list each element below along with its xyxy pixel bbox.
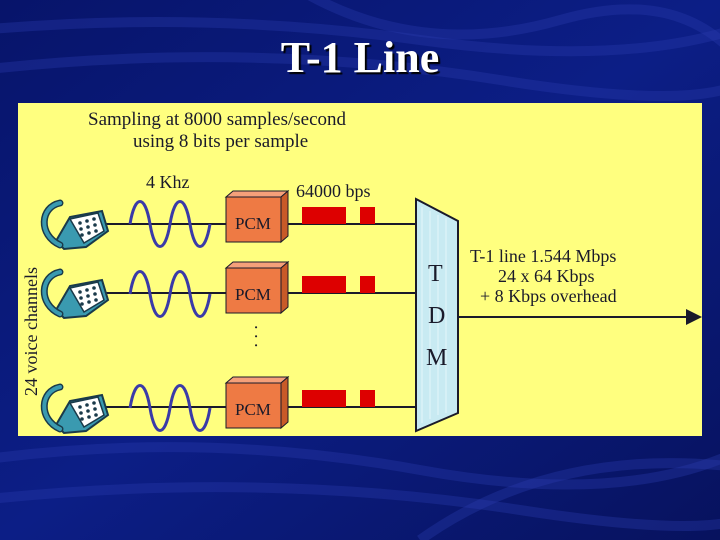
output-line-1: T-1 line 1.544 Mbps bbox=[470, 246, 616, 266]
telephone-icon bbox=[44, 272, 108, 318]
tdm-multiplexer bbox=[415, 197, 459, 433]
bit-pulse bbox=[360, 276, 375, 293]
frequency-label: 4 Khz bbox=[146, 172, 190, 192]
channels-label: 24 voice channels bbox=[21, 267, 41, 396]
channel-row: PCM bbox=[44, 189, 416, 249]
pcm-box bbox=[225, 382, 282, 429]
pcm-label: PCM bbox=[235, 400, 271, 419]
rate-label: 64000 bps bbox=[296, 181, 371, 201]
telephone-icon bbox=[44, 387, 108, 433]
pcm-box bbox=[225, 267, 282, 314]
pcm-box bbox=[225, 196, 282, 243]
tdm-letter-d: D bbox=[428, 303, 445, 329]
arrow-right-icon bbox=[686, 309, 702, 325]
output-line-3: + 8 Kbps overhead bbox=[480, 286, 617, 306]
slide-title: T-1 Line bbox=[280, 33, 440, 82]
tdm-letter-t: T bbox=[428, 261, 443, 287]
channel-ellipsis: . . . bbox=[251, 325, 271, 348]
channel-row: PCM bbox=[44, 260, 416, 318]
heading-line-2: using 8 bits per sample bbox=[133, 131, 308, 152]
pcm-label: PCM bbox=[235, 214, 271, 233]
t1-diagram-panel: Sampling at 8000 samples/second using 8 … bbox=[18, 103, 702, 436]
bit-pulse bbox=[302, 207, 346, 224]
output-line-2: 24 x 64 Kbps bbox=[498, 266, 595, 286]
t1-diagram: Sampling at 8000 samples/second using 8 … bbox=[21, 109, 702, 436]
bit-pulse bbox=[360, 390, 375, 407]
channel-row: PCM bbox=[44, 375, 416, 433]
heading-line-1: Sampling at 8000 samples/second bbox=[88, 109, 347, 130]
telephone-icon bbox=[44, 203, 108, 249]
tdm-letter-m: M bbox=[426, 345, 447, 371]
bit-pulse bbox=[302, 390, 346, 407]
bit-pulse bbox=[360, 207, 375, 224]
bit-pulse bbox=[302, 276, 346, 293]
pcm-label: PCM bbox=[235, 285, 271, 304]
